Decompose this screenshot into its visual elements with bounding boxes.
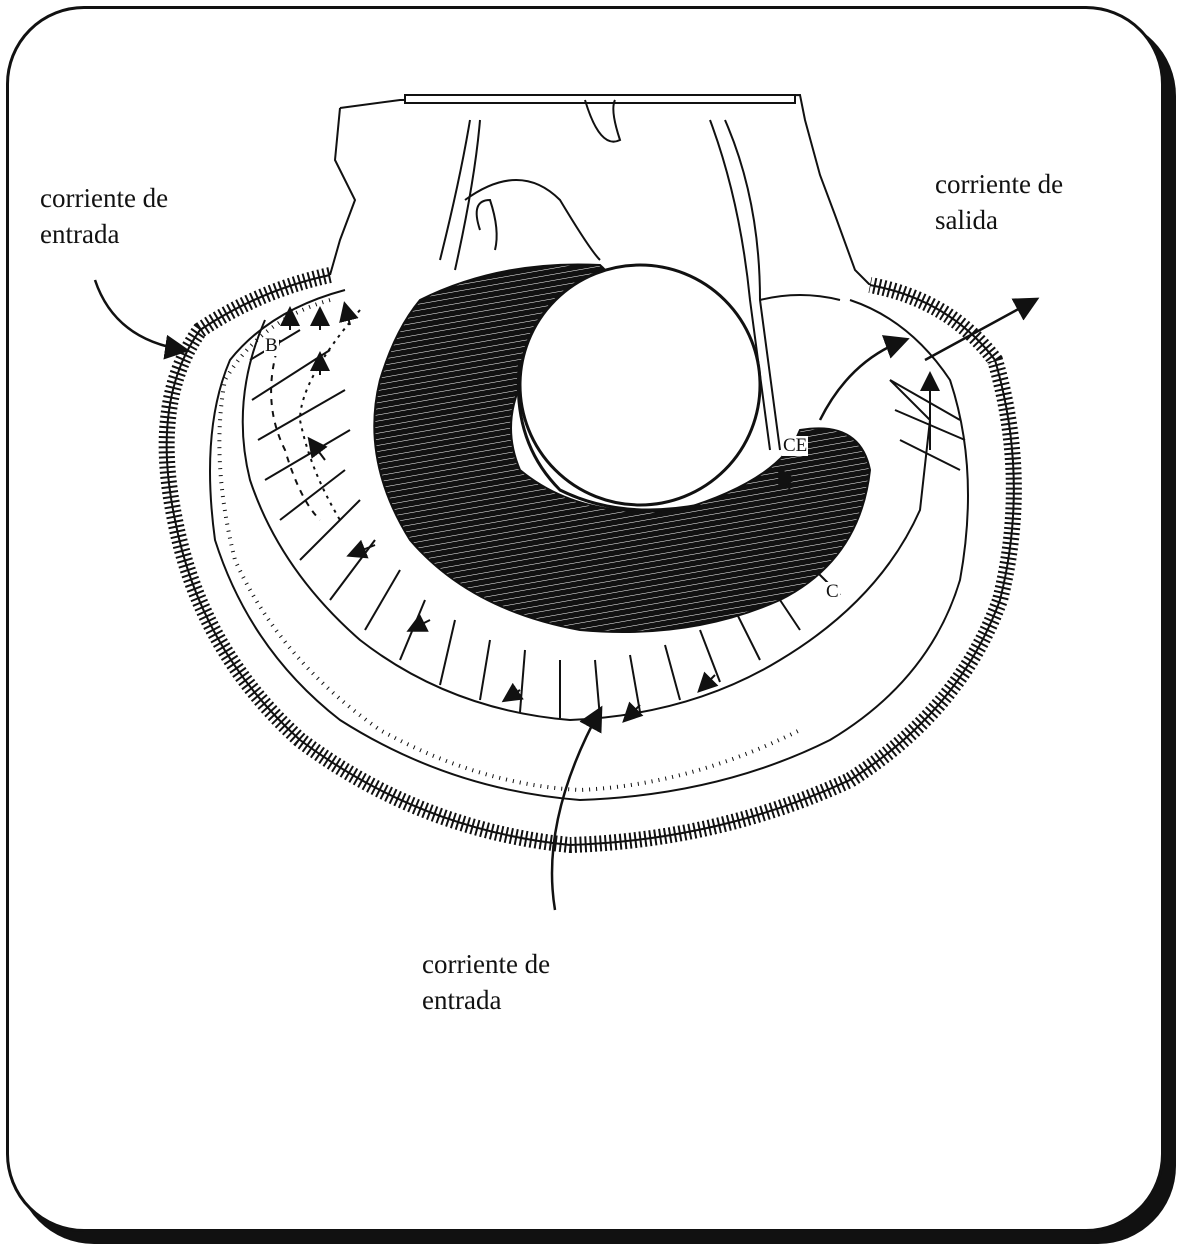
label-outflow-right: corriente de salida bbox=[935, 166, 1063, 238]
inflow-left-arrow bbox=[95, 280, 185, 350]
shell-hinge bbox=[330, 95, 870, 285]
label-inflow-bottom-line2: entrada bbox=[422, 982, 550, 1018]
marker-c: C bbox=[825, 582, 840, 602]
adductor-muscle bbox=[520, 265, 760, 505]
label-inflow-bottom-line1: corriente de bbox=[422, 946, 550, 982]
label-inflow-bottom: corriente de entrada bbox=[422, 946, 550, 1018]
label-outflow-right-line2: salida bbox=[935, 202, 1063, 238]
label-inflow-left: corriente de entrada bbox=[40, 180, 168, 252]
label-inflow-left-line1: corriente de bbox=[40, 180, 168, 216]
label-inflow-left-line2: entrada bbox=[40, 216, 168, 252]
marker-ce: CE bbox=[782, 436, 808, 456]
label-outflow-right-line1: corriente de bbox=[935, 166, 1063, 202]
marker-b: B bbox=[264, 336, 279, 356]
